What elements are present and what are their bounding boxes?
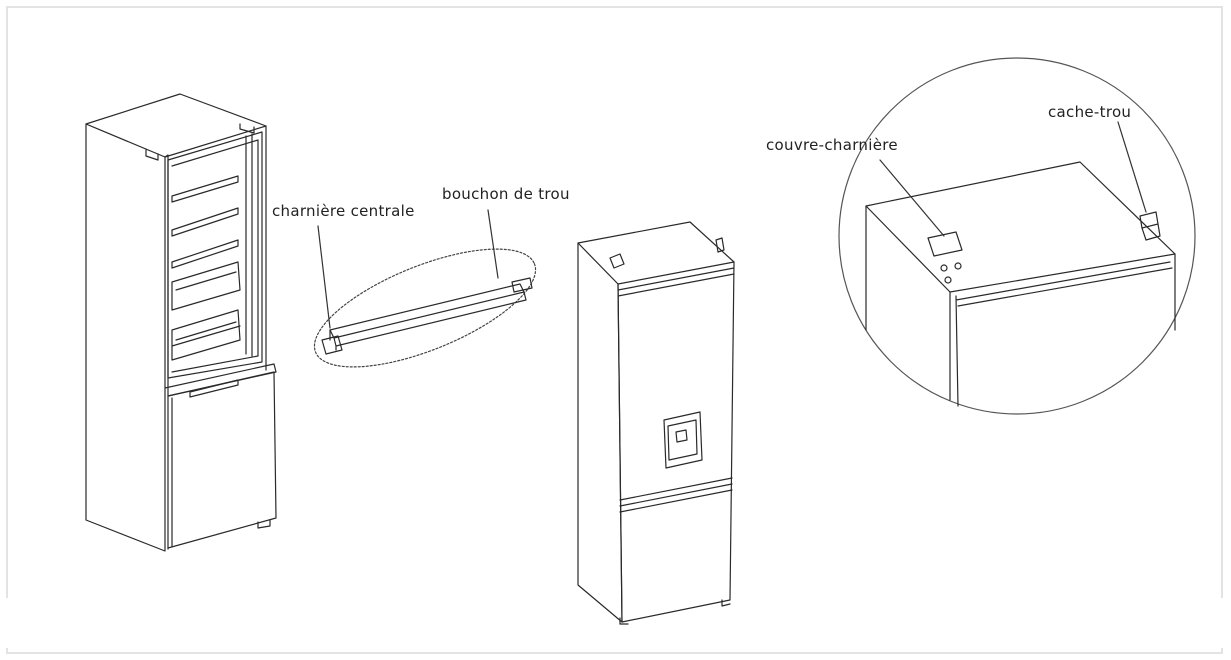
label-hole-cover: cache-trou: [1048, 103, 1132, 121]
fridge-closed-dispenser: [577, 221, 735, 625]
label-central-hinge: charnière centrale: [272, 202, 415, 220]
frame-gap-right: [1216, 598, 1231, 648]
hinge-detail-ellipse: [313, 209, 537, 368]
top-detail-circle: [838, 57, 1196, 415]
fridge-open-door: [85, 93, 277, 552]
label-hinge-cover: couvre-charnière: [766, 136, 898, 154]
label-hole-plug: bouchon de trou: [442, 185, 570, 203]
diagram-frame: [6, 6, 1223, 654]
frame-gap: [0, 598, 16, 648]
